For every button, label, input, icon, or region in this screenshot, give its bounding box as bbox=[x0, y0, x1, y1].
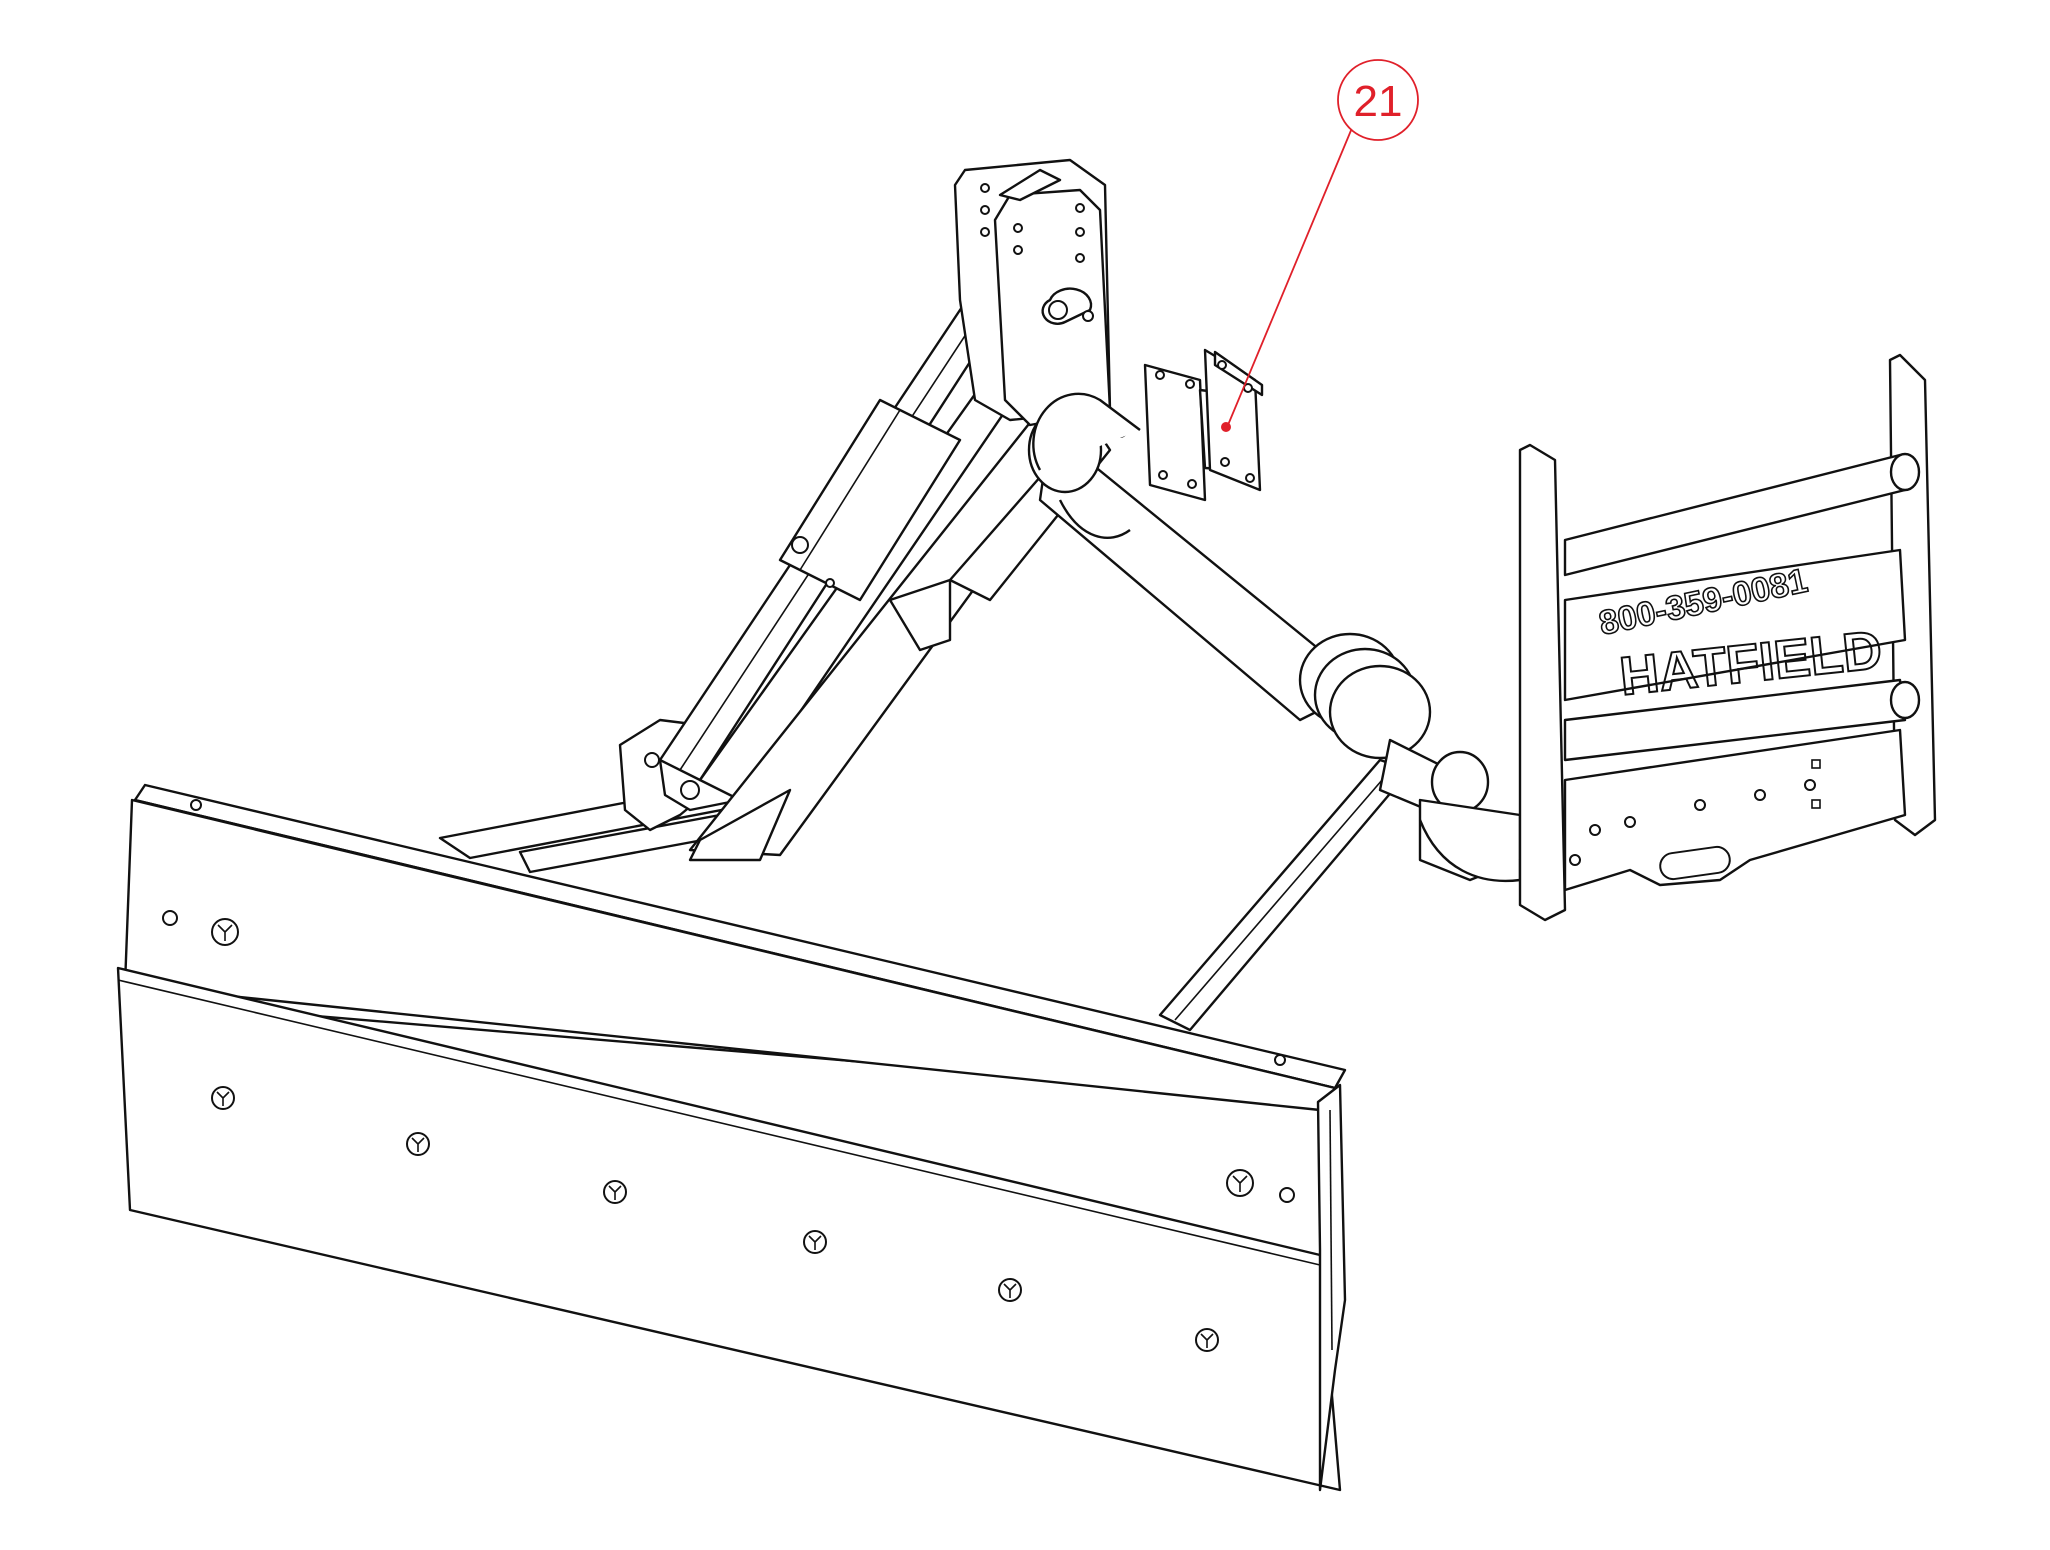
blade-bolts bbox=[211, 918, 1254, 1352]
bolt-icon bbox=[406, 1132, 430, 1156]
bolt-icon bbox=[211, 1086, 235, 1110]
bolt-icon bbox=[603, 1180, 627, 1204]
main-tube bbox=[1027, 392, 1362, 722]
callout-number: 21 bbox=[1354, 77, 1403, 126]
hitch-frame: 800-359-0081 HATFIELD bbox=[1518, 353, 1937, 922]
mast-tower bbox=[953, 158, 1128, 438]
bolt-icon bbox=[211, 918, 239, 946]
bolt-icon bbox=[1195, 1328, 1219, 1352]
bolt-icon bbox=[998, 1278, 1022, 1302]
bolt-icon bbox=[803, 1230, 827, 1254]
grader-blade bbox=[116, 783, 1347, 1492]
callout-balloon bbox=[1337, 59, 1419, 141]
pivot-mount-part-21 bbox=[1143, 348, 1264, 502]
bolt-icon bbox=[1226, 1169, 1254, 1197]
hydraulic-cylinder bbox=[778, 398, 962, 602]
swivel-coupler bbox=[1298, 632, 1490, 817]
callout-leader-dot bbox=[1221, 422, 1231, 432]
callout-21: 21 bbox=[1221, 59, 1419, 432]
callout-leader-line bbox=[1227, 127, 1353, 426]
rear-brace bbox=[1418, 798, 1522, 883]
